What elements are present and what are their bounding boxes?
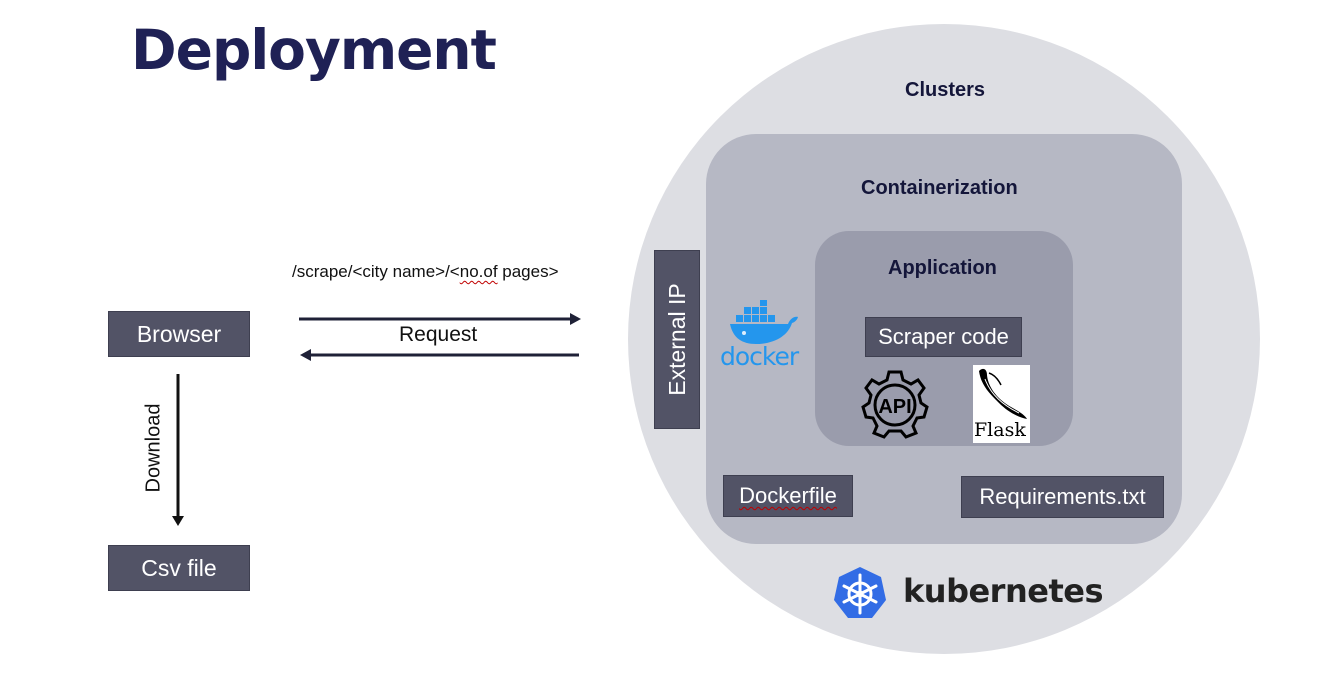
download-arrow [172,374,184,526]
endpoint-suffix: pages> [497,262,559,281]
flask-horn-icon [979,368,1027,419]
dockerfile-label: Dockerfile [739,483,837,508]
docker-wordmark: docker [720,342,799,371]
browser-box: Browser [108,311,250,357]
endpoint-flagged: no.of [459,262,498,281]
endpoint-path: /scrape/<city name>/<no.of pages> [292,262,559,282]
flask-logo: Flask [973,365,1030,443]
docker-whale-icon [730,300,798,344]
dockerfile-box: Dockerfile [723,475,853,517]
scraper-code-box: Scraper code [865,317,1022,357]
kubernetes-wordmark: kubernetes [903,572,1103,610]
requirements-box: Requirements.txt [961,476,1164,518]
request-label: Request [399,323,478,346]
application-label: Application [888,257,997,279]
external-ip-box: External IP [654,250,700,429]
kubernetes-helm-icon [834,567,886,618]
page-title: Deployment [131,18,497,82]
request-arrows [299,313,581,361]
containerization-label: Containerization [861,177,1018,199]
csv-file-box: Csv file [108,545,250,591]
api-text: API [878,396,911,418]
download-label: Download [142,403,165,493]
clusters-label: Clusters [905,79,986,101]
api-gear-icon: API [861,370,929,439]
endpoint-prefix: /scrape/<city name>/< [292,262,460,281]
flask-wordmark: Flask [974,419,1026,441]
download-label-wrap: Download [139,398,169,498]
external-ip-label: External IP [663,283,690,396]
